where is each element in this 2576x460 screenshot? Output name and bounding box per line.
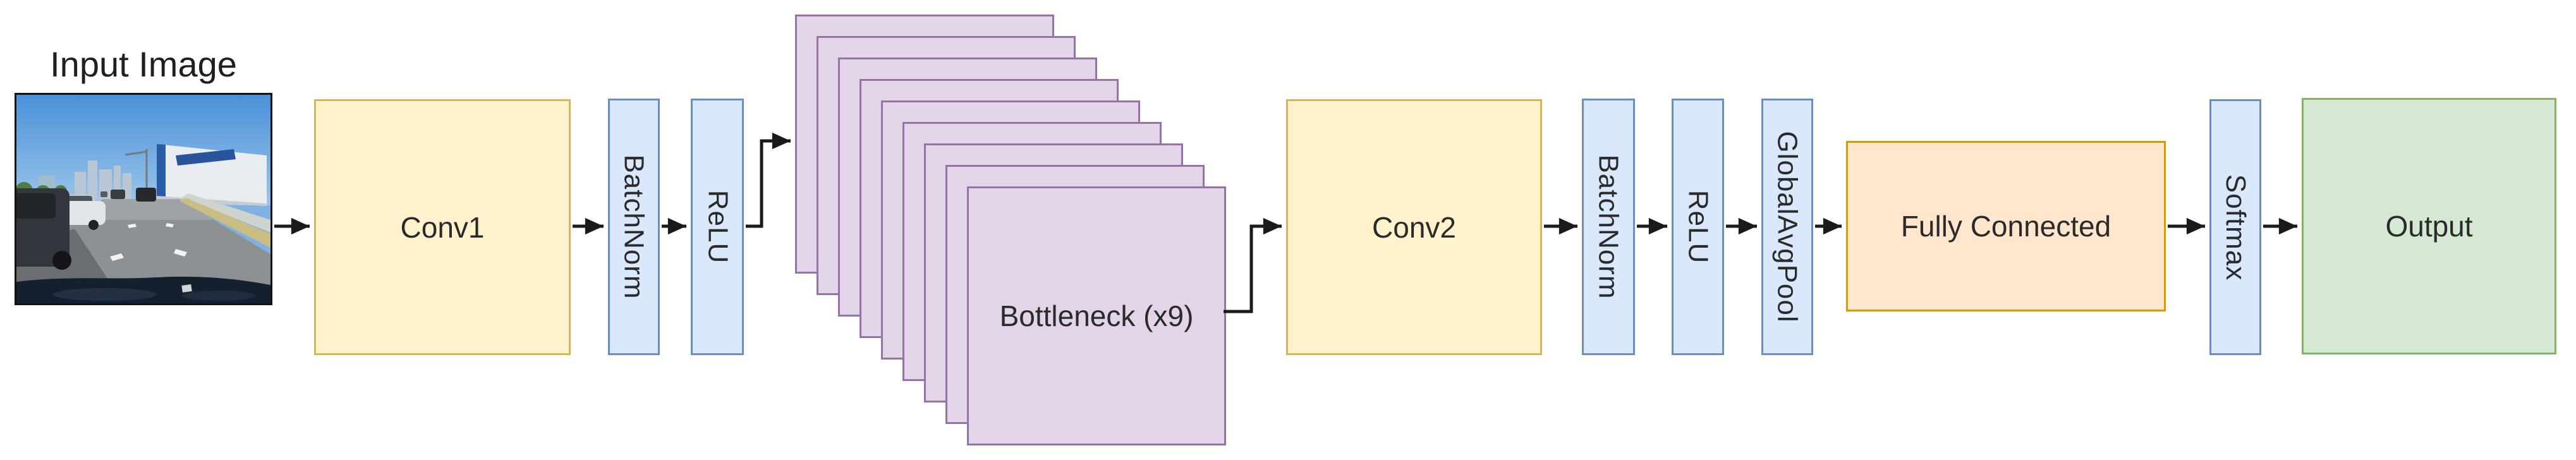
node-label: ReLU [1682,190,1714,264]
dark-suv [16,188,71,270]
node-relu1: ReLU [691,99,744,355]
input-image-label: Input Image [50,44,237,84]
node-label: BatchNorm [619,154,650,300]
node-label: Conv1 [400,210,485,244]
node-label: Conv2 [1372,210,1456,244]
node-label: GlobalAvgPool [1772,131,1803,323]
node-label: BatchNorm [1593,154,1625,300]
lane-markings [110,223,187,261]
street-scene [16,95,270,303]
node-globalavgpool: GlobalAvgPool [1761,99,1813,355]
node-label: ReLU [702,190,733,264]
arrow-relu-to-bottleneck [746,132,791,228]
arrow-bottleneck-to-conv2 [1224,217,1282,313]
node-fully-connected: Fully Connected [1846,141,2166,312]
node-conv1: Conv1 [314,99,571,355]
node-label: Bottleneck (x9) [999,300,1194,332]
node-label: Fully Connected [1900,210,2111,243]
input-image-photo [15,93,272,305]
node-label: Softmax [2220,174,2252,281]
node-output: Output [2302,98,2556,354]
node-batchnorm2: BatchNorm [1582,99,1635,355]
node-softmax: Softmax [2209,99,2261,355]
bottleneck-layer-front: Bottleneck (x9) [967,186,1226,445]
node-conv2: Conv2 [1286,99,1542,355]
node-label: Output [2385,210,2473,243]
node-relu2: ReLU [1672,99,1724,355]
dashboard [16,276,270,303]
node-batchnorm1: BatchNorm [608,99,660,355]
distant-cars [100,188,156,202]
